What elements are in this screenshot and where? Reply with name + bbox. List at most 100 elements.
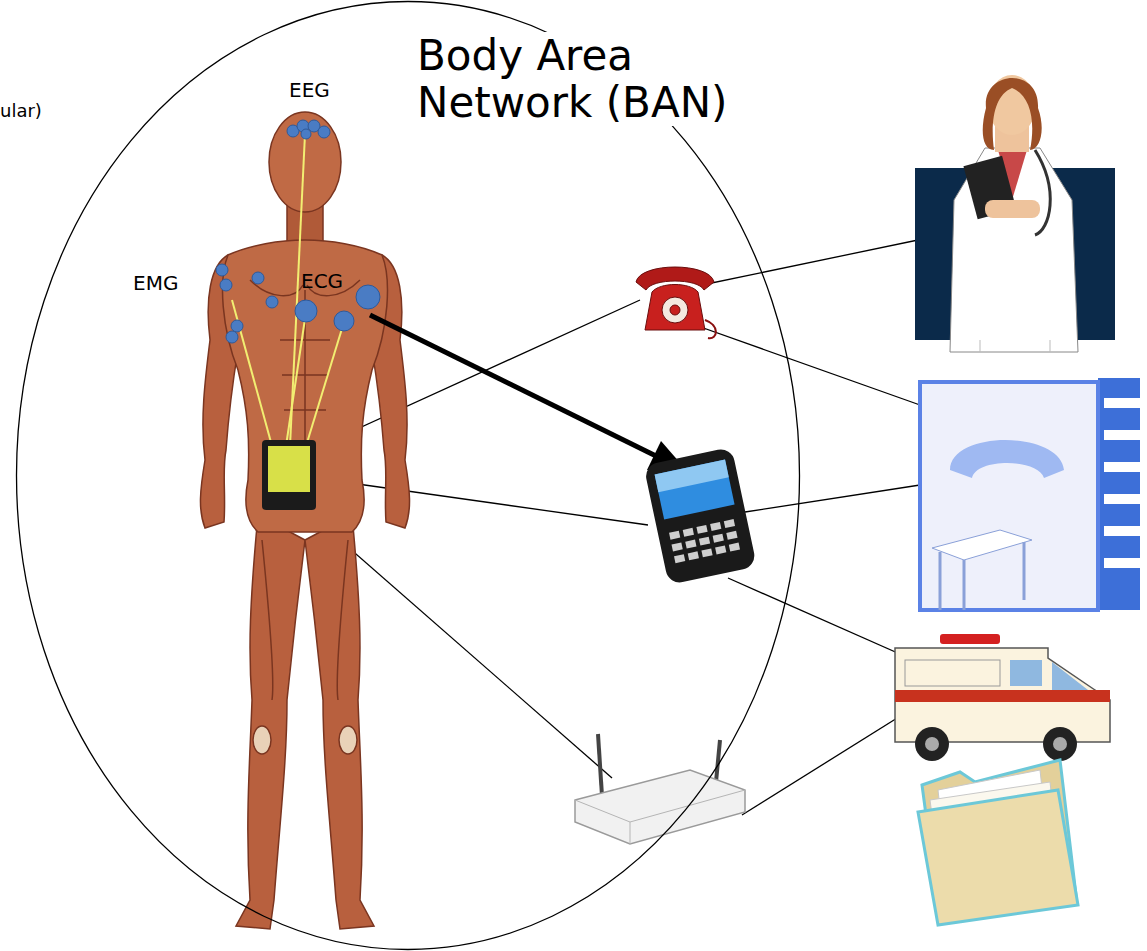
network-outline-shape [17, 2, 800, 950]
sensor-dot-part [334, 311, 354, 331]
human-figure-part [339, 726, 357, 754]
cut-off-label: ular) [0, 100, 42, 121]
mobile-phone-icon-part-part [688, 551, 699, 560]
sensor-dot-part [318, 126, 330, 138]
telephone-icon-part [670, 305, 680, 315]
mobile-phone-icon [644, 447, 757, 585]
sensor-label: EEG [289, 78, 330, 102]
ambulance-icon-part [940, 634, 1000, 644]
hospital-icon-part [940, 542, 1024, 610]
link-line-part [728, 578, 918, 662]
ambulance-icon-part [915, 727, 949, 761]
telephone-icon-part [645, 285, 705, 331]
sensor-dot-part [295, 300, 317, 322]
doctor-icon-part [980, 340, 1050, 352]
doctor-icon [915, 75, 1115, 352]
mobile-phone-icon-part-part [726, 531, 737, 540]
link-line-part [702, 240, 918, 285]
sensor-label: EEG [289, 78, 330, 102]
mobile-phone-icon-part-part [674, 554, 685, 563]
sensor-label: ECG [301, 269, 343, 293]
sensor-label: ECG [301, 269, 343, 293]
hospital-icon-part [932, 530, 1032, 560]
ambulance-icon-part [1010, 660, 1042, 686]
human-figure [200, 112, 409, 929]
router-icon-part [598, 734, 602, 796]
sensor-dot-part [266, 296, 278, 308]
pda-device-part [262, 440, 316, 510]
mobile-phone-icon-part-part [685, 540, 696, 549]
doctor-icon-part [950, 148, 1078, 352]
mobile-phone-icon-part-part [724, 519, 735, 528]
hospital-icon-part [950, 440, 1064, 478]
doctor-icon-part [985, 200, 1040, 218]
pda-device-part [268, 446, 310, 492]
mobile-phone-icon-part [655, 460, 729, 493]
mobile-phone-icon-part-part [729, 543, 740, 552]
ambulance-icon-part [905, 660, 1000, 686]
ambulance-icon [895, 634, 1110, 761]
human-figure-part [269, 112, 341, 212]
sensor-wire [232, 134, 344, 446]
cut-off-label: ular) [0, 100, 42, 121]
sensor-label: EMG [133, 271, 178, 295]
sensor-dot-part [220, 279, 232, 291]
folder-icon-part [918, 790, 1078, 925]
network-title: Body Area Network (BAN) [413, 32, 785, 126]
link-line-part [315, 478, 648, 525]
router-icon-part [575, 770, 745, 844]
doctor-icon-part [1035, 150, 1050, 235]
sensor-dot-part [216, 264, 228, 276]
sensor-dot [216, 120, 380, 343]
sensor-wire-part [306, 322, 344, 446]
telephone-icon-part [636, 267, 714, 290]
mobile-phone-icon-part [655, 460, 735, 520]
human-figure-part [305, 515, 374, 929]
mobile-phone-icon-part [669, 519, 740, 563]
telephone-icon [636, 267, 716, 338]
pda-device [262, 440, 316, 510]
telephone-icon-part [705, 320, 716, 338]
mobile-phone-icon-part-part [696, 525, 707, 534]
mobile-phone-icon-part-part [715, 545, 726, 554]
data-arrow-part [370, 315, 656, 456]
ambulance-icon-part [895, 690, 1110, 702]
sensor-wire-part [286, 312, 306, 446]
hospital-icon-part [1098, 378, 1140, 610]
folder-icon [918, 760, 1078, 925]
hospital-icon-part-part [1104, 526, 1140, 536]
link-line [300, 240, 920, 815]
ambulance-icon-part [1043, 727, 1077, 761]
hospital-icon-part-part [1104, 462, 1140, 472]
mobile-phone-icon-part-part [710, 522, 721, 531]
sensor-dot-part [231, 320, 243, 332]
mobile-phone-icon-part-part [699, 537, 710, 546]
link-line-part [745, 485, 920, 512]
sensor-dot-part [252, 272, 264, 284]
hospital-icon-part-part [1104, 398, 1140, 408]
hospital-icon [920, 378, 1140, 610]
mobile-phone-icon-part-part [683, 528, 694, 537]
mobile-phone-icon-part-part [713, 534, 724, 543]
link-line-part [742, 705, 918, 815]
human-figure-part [250, 280, 360, 700]
ambulance-icon-part [1053, 737, 1067, 751]
sensor-wire-part [232, 300, 272, 446]
hospital-icon-part-part [1104, 558, 1140, 568]
mobile-phone-icon-part-part [672, 542, 683, 551]
hospital-icon-part [1104, 398, 1140, 568]
human-figure-part [236, 515, 305, 929]
hospital-icon-part [920, 382, 1098, 610]
ambulance-icon-part [1052, 662, 1088, 690]
router-icon-part [575, 790, 745, 844]
sensor-dot-part [356, 285, 380, 309]
sensor-label: EMG [133, 271, 178, 295]
hospital-icon-part-part [1104, 494, 1140, 504]
telephone-icon-part [662, 297, 688, 323]
link-line-part [695, 325, 920, 405]
sensor-dot-part [226, 331, 238, 343]
mobile-phone-icon-part-part [669, 531, 680, 540]
hospital-icon-part-part [1104, 430, 1140, 440]
